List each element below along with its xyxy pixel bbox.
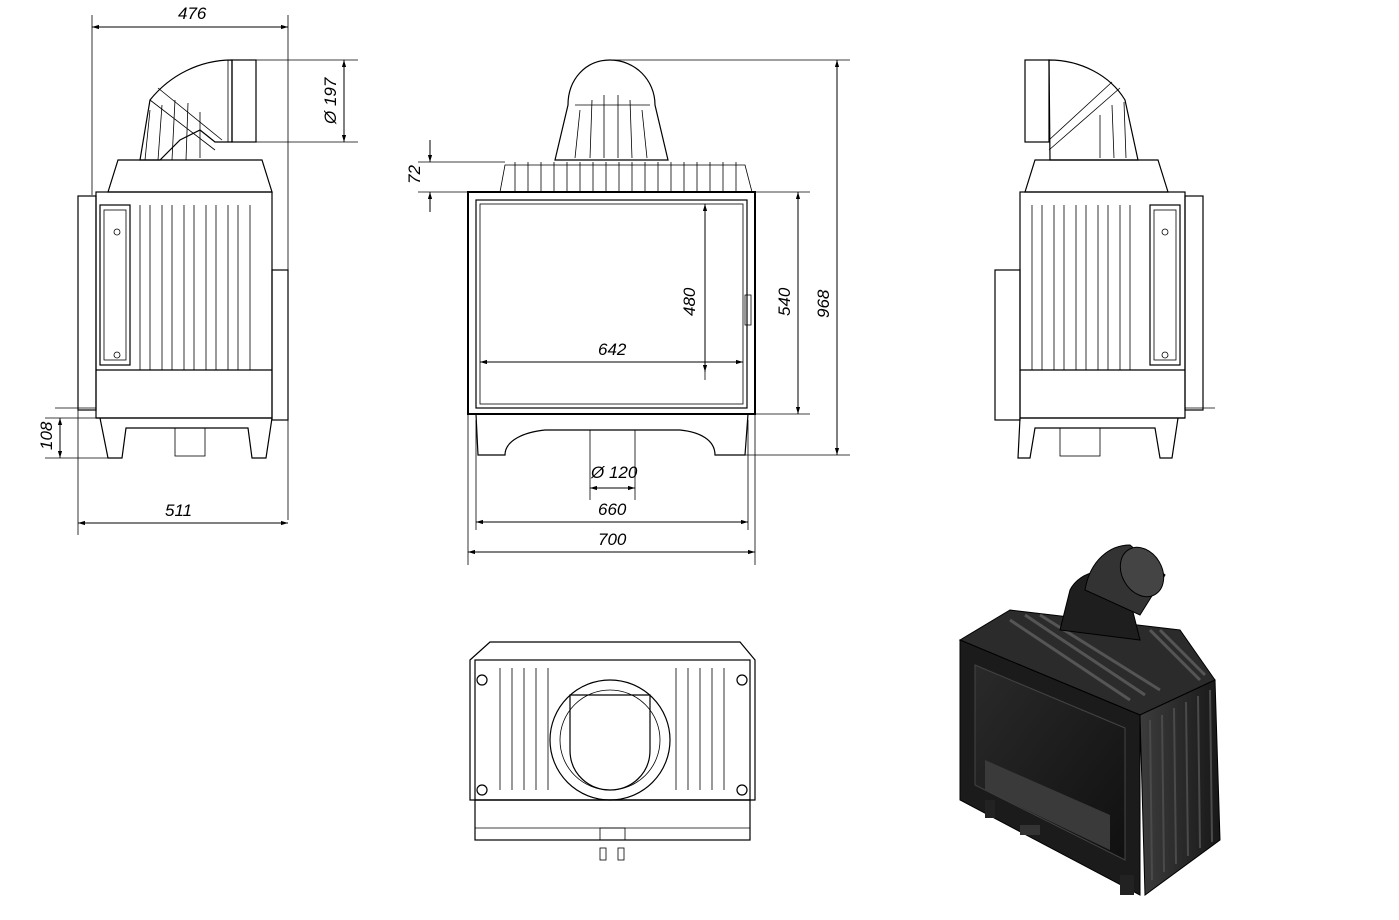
dim-front-total-height: 968 [814,289,833,318]
dim-front-top-gap: 72 [405,165,424,184]
dim-front-glass-height: 480 [680,287,699,316]
dim-left-bottom-width: 511 [165,501,192,520]
dim-front-door-height: 540 [775,287,794,316]
front-view: 72 480 540 968 642 Ø 120 660 700 [405,59,850,565]
dim-front-glass-width: 642 [598,340,627,359]
top-view [469,641,756,861]
dim-left-leg-height: 108 [37,421,56,450]
dim-front-total-width: 700 [598,530,627,549]
iso-render [958,544,1221,896]
side-view-right [994,59,1215,459]
dim-front-inner-width: 660 [598,500,627,519]
dim-front-bottom-dia: Ø 120 [590,463,638,482]
dim-left-top-width: 476 [178,4,207,23]
dim-left-flue-dia: Ø 197 [321,77,340,125]
side-view-left: 476 Ø 197 [37,4,358,535]
